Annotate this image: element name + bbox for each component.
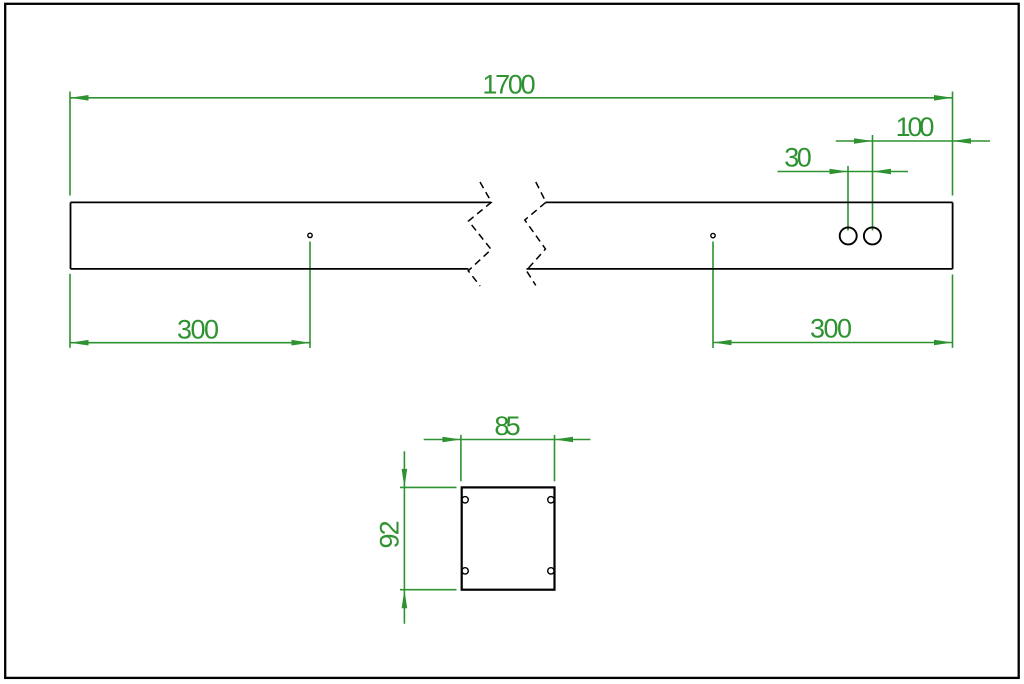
svg-text:300: 300 — [177, 314, 219, 344]
svg-text:1700: 1700 — [482, 70, 535, 100]
svg-text:85: 85 — [494, 411, 520, 441]
svg-text:300: 300 — [810, 314, 852, 344]
svg-text:92: 92 — [375, 520, 405, 548]
svg-text:100: 100 — [896, 112, 935, 142]
svg-text:30: 30 — [784, 143, 812, 173]
